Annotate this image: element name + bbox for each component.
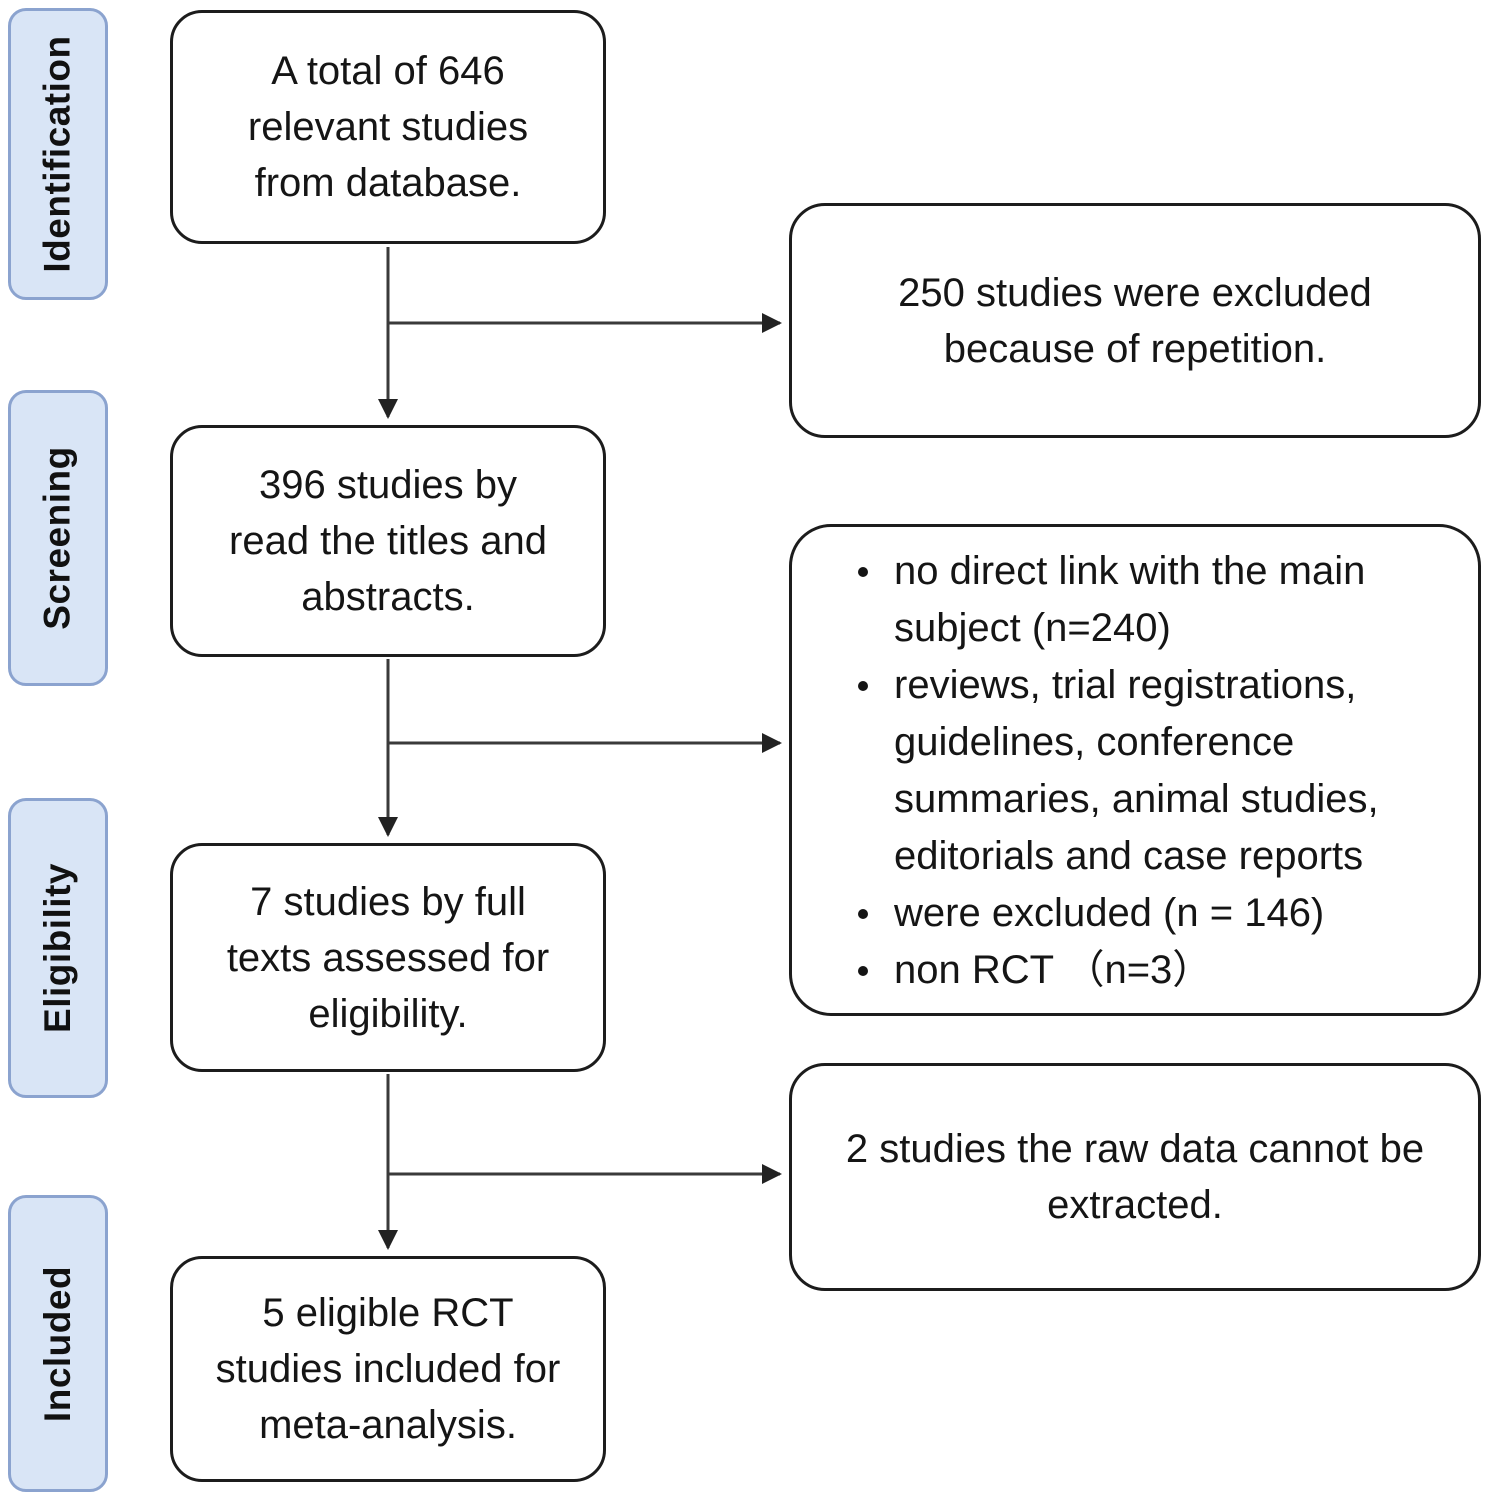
box-text-line: 396 studies by: [259, 463, 517, 507]
box-text-line: from database.: [254, 161, 522, 205]
exclusion-reason-item: no direct link with the main subject (n=…: [846, 543, 1464, 657]
box-text-line: 5 eligible RCT: [262, 1291, 514, 1335]
stage-label-identification: Identification: [8, 8, 108, 300]
stage-label-text: Eligibility: [37, 863, 78, 1033]
box-records-identified: A total of 646 relevant studies from dat…: [170, 10, 606, 244]
box-text-line: because of repetition.: [943, 326, 1327, 371]
box-text-line: studies included for: [215, 1347, 561, 1391]
bullet-text-line: no direct link with the main: [894, 549, 1366, 593]
box-text-line: relevant studies: [247, 105, 529, 149]
box-fulltext-assessed: 7 studies by full texts assessed for eli…: [170, 843, 606, 1072]
stage-label-text: Screening: [37, 446, 78, 630]
bullet-text-line: subject (n=240): [894, 606, 1171, 650]
box-text-line: extracted.: [1047, 1183, 1223, 1227]
box-text-line: 250 studies were excluded: [898, 270, 1372, 315]
box-records-screened: 396 studies by read the titles and abstr…: [170, 425, 606, 657]
bullet-text-line: non RCT （n=3）: [894, 948, 1213, 992]
box-excluded-duplicates: 250 studies were excluded because of rep…: [789, 203, 1481, 438]
exclusion-reason-item: non RCT （n=3）: [846, 942, 1464, 999]
bullet-text-line: were excluded (n = 146): [894, 891, 1325, 935]
box-text-line: read the titles and: [229, 519, 547, 563]
stage-label-text: Identification: [37, 35, 79, 273]
stage-label-screening: Screening: [8, 390, 108, 686]
exclusion-reason-item: reviews, trial registrations, guidelines…: [846, 657, 1464, 885]
box-exclusion-reasons: no direct link with the main subject (n=…: [789, 524, 1481, 1016]
exclusion-reason-item: were excluded (n = 146): [846, 885, 1464, 942]
stage-label-eligibility: Eligibility: [8, 798, 108, 1098]
box-text-line: A total of 646: [271, 49, 505, 93]
box-text-line: 2 studies the raw data cannot be: [845, 1127, 1425, 1171]
box-studies-included: 5 eligible RCT studies included for meta…: [170, 1256, 606, 1482]
exclusion-reason-list: no direct link with the main subject (n=…: [792, 527, 1478, 1013]
stage-label-included: Included: [8, 1195, 108, 1492]
bullet-text-line: guidelines, conference: [894, 720, 1295, 764]
box-text-line: 7 studies by full: [250, 879, 526, 924]
bullet-text-line: editorials and case reports: [894, 834, 1364, 878]
stage-label-text: Included: [37, 1265, 78, 1422]
box-text-line: meta-analysis.: [259, 1403, 517, 1447]
box-text-line: texts assessed for: [226, 935, 550, 980]
box-text-line: eligibility.: [308, 991, 468, 1036]
box-text-line: abstracts.: [301, 575, 475, 619]
bullet-text-line: reviews, trial registrations,: [894, 663, 1357, 707]
box-no-raw-data: 2 studies the raw data cannot be extract…: [789, 1063, 1481, 1291]
bullet-text-line: summaries, animal studies,: [894, 777, 1379, 821]
